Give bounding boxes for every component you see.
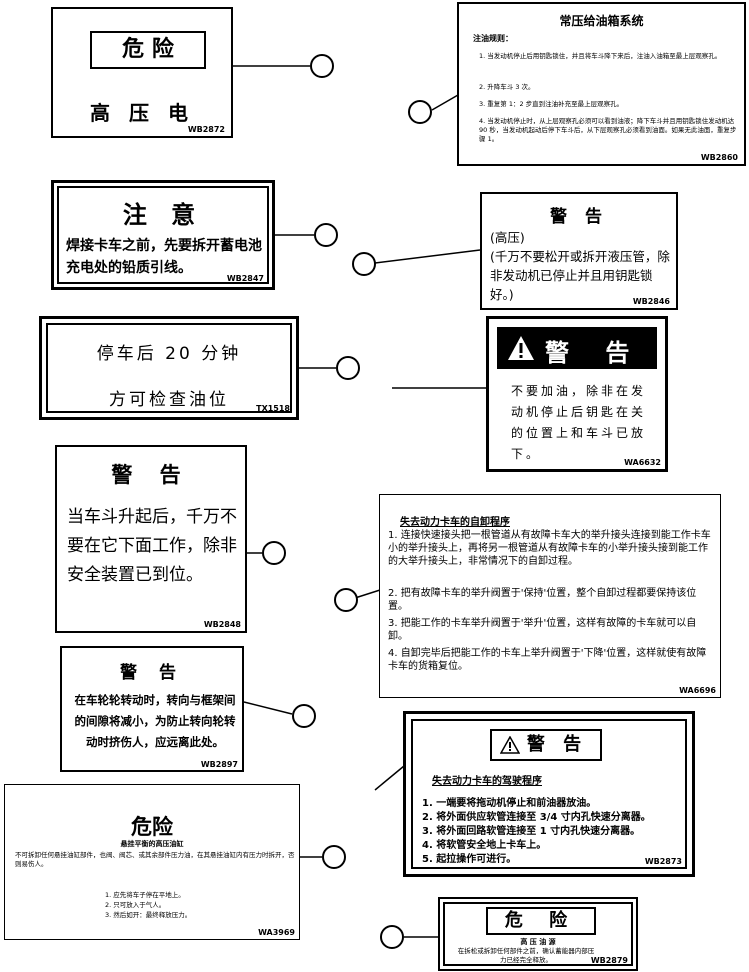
sign-check-oil-level: 停车后 20 分钟 方可检查油位 TX1518 bbox=[39, 316, 299, 420]
sign-body: 当车斗升起后，千万不要在它下面工作，除非安全装置已到位。 bbox=[67, 507, 237, 585]
sign-warning-raised-body: 警 告 当车斗升起后，千万不要在它下面工作，除非安全装置已到位。 WB2848 bbox=[55, 445, 247, 633]
sign-item: 3. 然后如开：最终释放压力。 bbox=[105, 911, 192, 919]
sign-subtitle: 高 压 油 源 bbox=[520, 938, 556, 946]
sign-code: WB2873 bbox=[644, 857, 682, 866]
callout-circle bbox=[336, 356, 360, 380]
sign-item: 1. 一端要将拖动机停止和前油器放油。 bbox=[422, 798, 597, 809]
sign-code: WB2872 bbox=[187, 125, 225, 134]
sign-normal-pressure-tank: 常压给油箱系统 注油规则： 1. 当发动机停止后用钥匙锁住，并且将车斗降下来后，… bbox=[457, 2, 746, 166]
sign-tow-procedure: 警 告 失去动力卡车的驾驶程序 1. 一端要将拖动机停止和前油器放油。 2. 将… bbox=[403, 711, 695, 877]
sign-item: 2. 将外面供应软管连接至 3/4 寸内孔快速分离器。 bbox=[422, 812, 651, 823]
callout-circle bbox=[380, 925, 404, 949]
sign-item: 3. 将外面回路软管连接至 1 寸内孔快速分离器。 bbox=[422, 826, 641, 837]
sign-body: 在拆松或拆卸任何部件之前，确认蓄能器内部压力已经完全释放。 bbox=[457, 947, 595, 964]
sign-title: 警 告 bbox=[545, 339, 644, 367]
sign-title: 警 告 bbox=[111, 463, 191, 487]
sign-body: 高 压 电 bbox=[90, 101, 194, 125]
callout-circle bbox=[292, 704, 316, 728]
sign-code: WB2847 bbox=[226, 274, 264, 283]
sign-inner-border bbox=[411, 719, 687, 869]
sign-item: 3. 重复第 1：2 步直到注油补充至最上层观察孔。 bbox=[479, 100, 624, 108]
sign-item: 2. 只可放入于气人。 bbox=[105, 901, 166, 909]
sign-title: 警 告 bbox=[550, 207, 608, 227]
sign-code: WB2879 bbox=[590, 956, 628, 965]
sign-subtitle: 失去动力卡车的驾驶程序 bbox=[432, 776, 542, 787]
sign-inner-border bbox=[443, 902, 633, 966]
sign-code: WB2860 bbox=[700, 153, 738, 162]
sign-code: WB2897 bbox=[200, 760, 238, 769]
sign-warning-high-pressure: 警 告 (高压) (千万不要松开或拆开液压管，除非发动机已停止并且用钥匙锁好。)… bbox=[480, 192, 678, 310]
sign-item: 2. 升降车斗 3 次。 bbox=[479, 83, 535, 91]
sign-title: 注 意 bbox=[122, 201, 204, 229]
sign-warning-refuel: 警 告 不要加油，除非在发动机停止后钥匙在关的位置上和车斗已放下。 WA6632 bbox=[486, 316, 668, 472]
sign-danger-suspension: 危险 悬挂平衡的高压油缸 不可拆卸任何悬挂油缸部件，也阀、阀芯、或其余部件压力油… bbox=[4, 784, 300, 940]
warning-triangle-icon bbox=[508, 336, 534, 360]
sign-item: 4. 将软管安全地上卡车上。 bbox=[422, 840, 547, 851]
callout-circle bbox=[352, 252, 376, 276]
sign-item: 1. 当发动机停止后用钥匙锁住，并且将车斗降下来后，注油入油箱至最上层观察孔。 bbox=[479, 52, 722, 60]
sign-title: 警 告 bbox=[526, 734, 588, 755]
sign-code: WA6696 bbox=[679, 686, 716, 695]
sign-title: 警 告 bbox=[120, 663, 184, 683]
callout-circle bbox=[334, 588, 358, 612]
sign-item: 1. 连接快速接头把一根管道从有故障卡车大的举升接头连接到能工作卡车小的举升接头… bbox=[388, 530, 711, 567]
sign-item: 4. 自卸完毕后把能工作的卡车上举升阀置于'下降'位置，这样就使有故障卡车的货箱… bbox=[388, 648, 707, 672]
sign-body: 在车轮轮转动时，转向与框架间的间隙将减小，为防止转向轮转动时挤伤人，应远离此处。 bbox=[74, 693, 236, 749]
sign-subtitle: 注油规则： bbox=[473, 34, 513, 43]
sign-title: 危 险 bbox=[504, 910, 578, 931]
callout-circle bbox=[408, 100, 432, 124]
sign-item: 3. 把能工作的卡车举升阀置于'举升'位置，这样有故障的卡车就可以自卸。 bbox=[388, 618, 697, 642]
callout-circle bbox=[262, 541, 286, 565]
sign-caution-welding: 注 意 焊接卡车之前，先要拆开蓄电池充电处的铅质引线。 WB2847 bbox=[51, 180, 275, 290]
callout-circle bbox=[322, 845, 346, 869]
sign-body: 不可拆卸任何悬挂油缸部件，也阀、阀芯、或其余部件压力油，在其悬挂油缸内有压力时拆… bbox=[15, 851, 295, 868]
sign-danger-accumulator: 危 险 高 压 油 源 在拆松或拆卸任何部件之前，确认蓄能器内部压力已经完全释放… bbox=[438, 897, 638, 971]
sign-body: 不要加油，除非在发动机停止后钥匙在关的位置上和车斗已放下。 bbox=[511, 384, 647, 461]
sign-code: WA6632 bbox=[624, 458, 661, 467]
sign-title: 常压给油箱系统 bbox=[559, 14, 644, 28]
sign-code: WB2846 bbox=[632, 297, 670, 306]
sign-subtitle: 悬挂平衡的高压油缸 bbox=[120, 840, 184, 848]
danger-header: 危 险 bbox=[90, 31, 206, 69]
sign-dump-procedure: 失去动力卡车的自卸程序 1. 连接快速接头把一根管道从有故障卡车大的举升接头连接… bbox=[379, 494, 721, 698]
sign-item: 5. 起拉操作可进行。 bbox=[422, 854, 517, 865]
sign-code: TX1518 bbox=[256, 404, 290, 413]
sign-title: 危险 bbox=[131, 815, 173, 839]
sign-line-1: 停车后 20 分钟 bbox=[96, 344, 242, 364]
sign-body: (高压) (千万不要松开或拆开液压管，除非发动机已停止并且用钥匙锁好。) bbox=[490, 230, 670, 302]
sign-body: 焊接卡车之前，先要拆开蓄电池充电处的铅质引线。 bbox=[66, 238, 262, 276]
sign-item: 1. 应先将车子停在平地上。 bbox=[105, 891, 185, 899]
warning-header: 警 告 bbox=[490, 729, 602, 761]
sign-code: WB2848 bbox=[203, 620, 241, 629]
sign-title: 失去动力卡车的自卸程序 bbox=[400, 517, 510, 528]
sign-code: WA3969 bbox=[258, 928, 295, 937]
sign-line-2: 方可检查油位 bbox=[109, 390, 229, 410]
sign-item: 2. 把有故障卡车的举升阀置于'保持'位置，整个自卸过程都要保持该位置。 bbox=[388, 588, 697, 612]
sign-inner-border bbox=[46, 323, 292, 413]
warning-banner: 警 告 bbox=[497, 327, 657, 369]
sign-title: 危 险 bbox=[122, 37, 174, 62]
warning-triangle-icon bbox=[500, 736, 520, 754]
sign-inner-border bbox=[57, 186, 269, 284]
danger-header: 危 险 bbox=[486, 907, 596, 935]
sign-high-voltage: 危 险 高 压 电 WB2872 bbox=[51, 7, 233, 138]
sign-warning-steering: 警 告 在车轮轮转动时，转向与框架间的间隙将减小，为防止转向轮转动时挤伤人，应远… bbox=[60, 646, 244, 772]
callout-circle bbox=[310, 54, 334, 78]
sign-item: 4. 当发动机停止时，从上层观察孔必须可以看到油液；降下车斗并且用钥匙锁住发动机… bbox=[479, 117, 737, 143]
callout-circle bbox=[314, 223, 338, 247]
